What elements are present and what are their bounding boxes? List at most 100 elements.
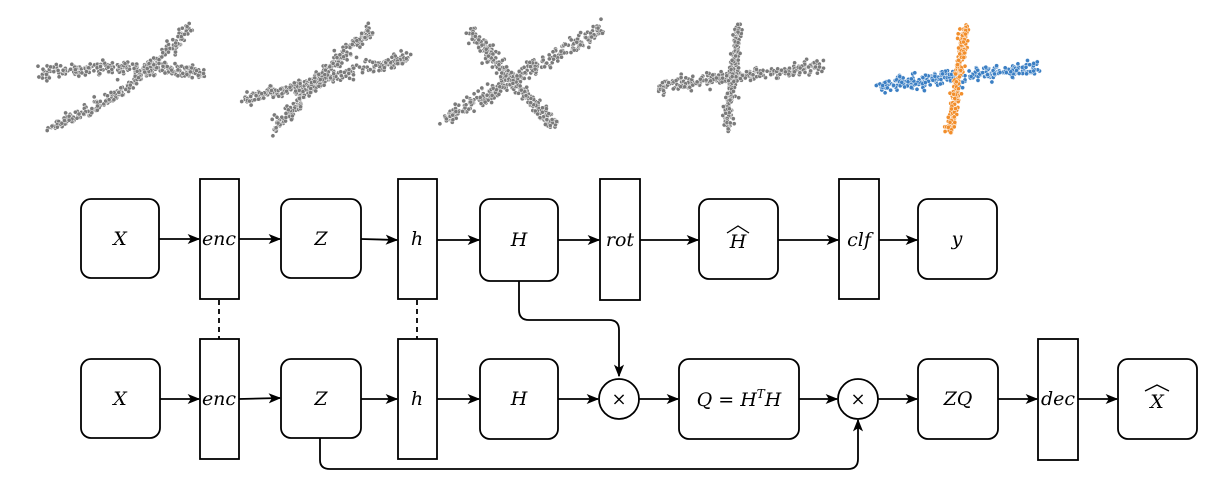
scatter-point — [719, 79, 725, 85]
scatter-point — [957, 51, 963, 57]
scatter-point — [339, 60, 345, 66]
scatter-point — [737, 51, 743, 56]
scatter-point — [476, 37, 482, 43]
scatter-point — [367, 67, 373, 72]
scatter-point — [880, 83, 886, 88]
scatter-point — [94, 107, 100, 113]
scatter-point — [283, 115, 289, 120]
scatter-point — [710, 72, 716, 78]
scatter-point — [316, 72, 322, 77]
scatter-point — [549, 117, 555, 122]
scatter-point — [285, 107, 291, 113]
scatter-point — [273, 125, 279, 131]
scatter-point — [730, 32, 736, 38]
scatter-point — [516, 90, 521, 96]
scatter-point — [466, 41, 472, 46]
scatter-point — [134, 81, 139, 87]
multiply-1-label: × — [611, 389, 626, 410]
scatter-point — [945, 114, 951, 120]
scatter-point — [948, 130, 954, 135]
bottom-arrow-enc-z — [238, 393, 282, 404]
scatter-point — [98, 64, 103, 69]
scatter-point — [736, 65, 741, 71]
scatter-point — [783, 69, 788, 75]
scatter-point — [813, 64, 818, 70]
scatter-point — [339, 73, 344, 79]
scatter-point — [956, 86, 961, 92]
scatter-point — [554, 119, 560, 124]
scatter-point — [136, 75, 141, 81]
scatter-point — [1008, 69, 1014, 75]
scatter-point — [690, 73, 696, 79]
scatter-point — [955, 62, 960, 68]
scatter-point — [175, 67, 181, 73]
bottom-H-label: H — [510, 388, 528, 410]
scatter-point — [365, 20, 371, 26]
scatter-point — [578, 30, 583, 35]
scatter-point — [127, 82, 133, 88]
scatter-point — [1025, 58, 1030, 63]
scatter-point — [802, 70, 808, 75]
scatter-point — [729, 57, 735, 63]
scatter-point — [792, 69, 797, 75]
scatter-point — [514, 73, 520, 79]
scatter-point — [744, 69, 749, 75]
scatter-point — [540, 105, 545, 111]
top-arrow-z-h — [360, 234, 399, 245]
scatter-point — [58, 63, 63, 69]
scatter-point — [521, 64, 527, 70]
scatter-point — [400, 61, 405, 67]
scatter-point — [703, 77, 709, 83]
scatter-point — [327, 64, 333, 70]
scatter-point — [540, 57, 546, 63]
scatter-point — [727, 106, 732, 112]
scatter-point — [496, 62, 502, 68]
scatter-point — [1031, 68, 1036, 74]
scatter-point — [385, 57, 391, 63]
dec-label: dec — [1041, 388, 1075, 410]
scatter-point — [151, 55, 157, 61]
scatter-point — [942, 129, 948, 134]
scatter-point — [62, 118, 67, 123]
scatter-point — [908, 76, 914, 82]
scatter-point — [713, 75, 719, 81]
scatter-point — [808, 68, 813, 74]
scatter-point — [490, 42, 496, 48]
scatter-point — [758, 71, 764, 76]
scatter-point — [91, 94, 97, 100]
top-enc-label: enc — [202, 228, 236, 250]
scatter-point — [60, 67, 66, 73]
scatter-point — [994, 63, 999, 69]
scatter-point — [815, 70, 820, 76]
scatter-point — [351, 65, 357, 71]
q-label-prefix: Q = H — [697, 389, 758, 411]
scatter-point — [437, 121, 443, 127]
scatter-point — [683, 75, 689, 81]
scatter-point — [497, 67, 502, 72]
scatter-point — [961, 39, 966, 45]
scatter-point — [464, 94, 470, 100]
scatter-point — [40, 66, 46, 72]
scatter-point — [194, 68, 199, 73]
scatter-point — [91, 68, 97, 74]
scatter-point — [951, 91, 957, 97]
scatter-point — [524, 84, 530, 90]
scatter-panel-3 — [437, 16, 606, 130]
scatter-point — [1003, 70, 1009, 75]
scatter-point — [949, 106, 954, 112]
top-h-label: h — [411, 228, 423, 250]
scatter-point — [348, 51, 353, 57]
scatter-point — [179, 25, 185, 31]
scatter-point — [79, 70, 85, 76]
scatter-point — [73, 67, 78, 73]
scatter-point — [728, 51, 734, 57]
scatter-point — [51, 69, 57, 74]
scatter-point — [1023, 64, 1029, 70]
top-y-label: y — [951, 228, 963, 250]
scatter-point — [542, 64, 547, 70]
scatter-point — [323, 67, 328, 73]
scatter-point — [354, 38, 360, 44]
scatter-point — [475, 88, 481, 94]
scatter-point — [463, 30, 469, 36]
scatter-point — [494, 70, 499, 76]
